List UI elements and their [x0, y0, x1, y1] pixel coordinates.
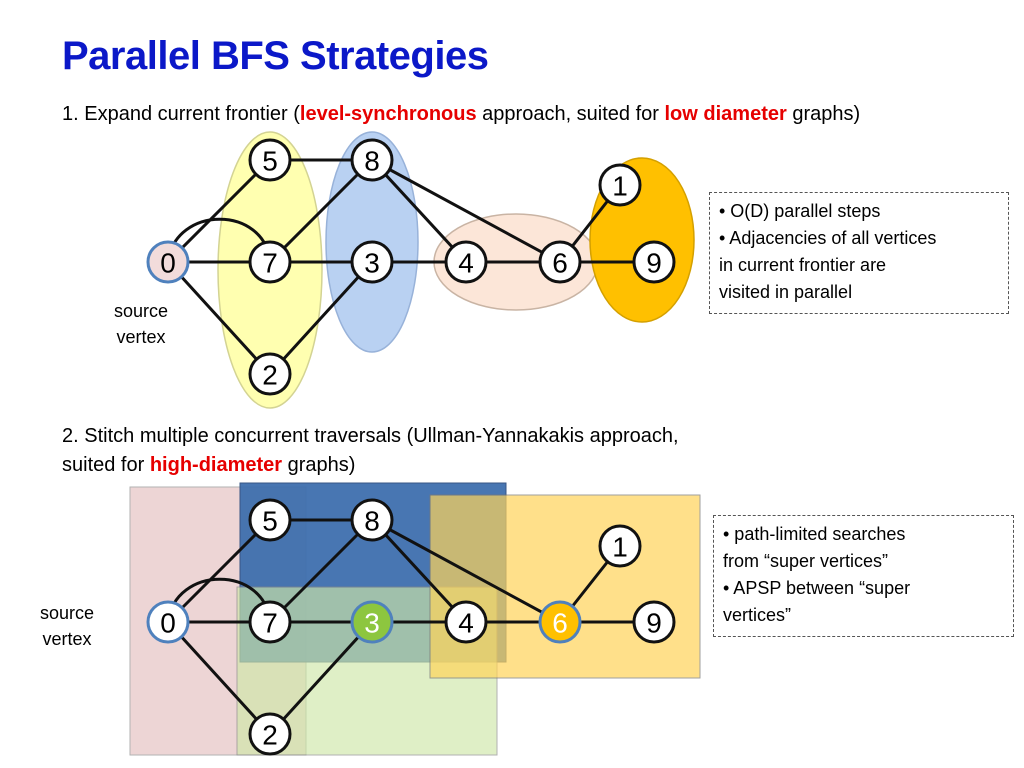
- node-7: 7: [248, 240, 292, 284]
- section2-heading-line2: suited for high-diameter graphs): [62, 452, 355, 478]
- note2-line-2: from “super vertices”: [723, 551, 889, 571]
- node2-9: 9: [632, 600, 676, 644]
- node2-4: 4: [444, 600, 488, 644]
- edge2-8-4: [370, 518, 468, 624]
- note1-line-2: • Adjacencies of all vertices: [719, 228, 937, 248]
- note2-line-3: • APSP between “super: [723, 578, 911, 598]
- edge2-0-5: [166, 518, 272, 624]
- node2-6: 6: [538, 600, 582, 644]
- graph2-nodes: 0 7 3 4 6 9 5 8 1 2: [146, 498, 676, 756]
- svg-text:1: 1: [612, 171, 628, 202]
- section1-prefix: 1. Expand current frontier (: [62, 103, 300, 125]
- edge-0-5: [166, 158, 272, 264]
- note2-line-1: • path-limited searches: [723, 524, 906, 544]
- node2-0: 0: [146, 600, 190, 644]
- edge-0-2: [166, 260, 272, 376]
- section2-heading-line1: 2. Stitch multiple concurrent traversals…: [62, 425, 679, 447]
- note-box-ullman-yannakakis: • path-limited searches from “super vert…: [713, 515, 1014, 637]
- source-label-line1: source: [39, 603, 95, 623]
- node-8: 8: [350, 138, 394, 182]
- svg-text:9: 9: [646, 608, 662, 639]
- source-label-line2: vertex: [116, 327, 166, 347]
- page-title: Parallel BFS Strategies: [62, 34, 489, 78]
- node-2: 2: [248, 352, 292, 396]
- node-6: 6: [538, 240, 582, 284]
- svg-text:7: 7: [262, 608, 278, 639]
- node-3: 3: [350, 240, 394, 284]
- section1-heading: 1. Expand current frontier (level-synchr…: [62, 101, 860, 127]
- section2-highlight-high-diameter: high-diameter: [149, 454, 283, 476]
- graph-ullman-yannakakis: 0 7 3 4 6 9 5 8 1 2: [129, 482, 701, 756]
- source-vertex-label-1: source vertex: [104, 298, 178, 350]
- edge2-8-6: [371, 518, 561, 624]
- edge-7-8: [268, 158, 374, 264]
- edge-2-3: [268, 260, 374, 376]
- section1-suffix: graphs): [786, 103, 861, 125]
- node2-5: 5: [248, 498, 292, 542]
- node2-1: 1: [598, 524, 642, 568]
- note2-line-4: vertices”: [723, 605, 792, 625]
- svg-text:7: 7: [262, 248, 278, 279]
- note-box-level-synchronous: • O(D) parallel steps • Adjacencies of a…: [709, 192, 1009, 314]
- edge2-7-8: [268, 518, 374, 624]
- node-9: 9: [632, 240, 676, 284]
- svg-text:4: 4: [458, 608, 474, 639]
- svg-text:4: 4: [458, 248, 474, 279]
- graph-level-synchronous: 0 7 3 4 6 9 5 8 1 2: [146, 131, 695, 409]
- node-0: 0: [146, 240, 190, 284]
- node2-7: 7: [248, 600, 292, 644]
- node2-2: 2: [248, 712, 292, 756]
- section2-prefix: suited for: [62, 454, 150, 476]
- node-5: 5: [248, 138, 292, 182]
- svg-text:0: 0: [160, 248, 176, 279]
- node2-3: 3: [350, 600, 394, 644]
- svg-text:3: 3: [364, 608, 380, 639]
- edge2-2-3: [268, 620, 374, 736]
- svg-text:9: 9: [646, 248, 662, 279]
- node-4: 4: [444, 240, 488, 284]
- node-1: 1: [598, 163, 642, 207]
- svg-text:3: 3: [364, 248, 380, 279]
- note1-line-1: • O(D) parallel steps: [719, 201, 881, 221]
- edge2-0-2: [166, 620, 272, 736]
- svg-text:5: 5: [262, 506, 278, 537]
- svg-text:0: 0: [160, 608, 176, 639]
- svg-text:8: 8: [364, 146, 380, 177]
- source-label-line1: source: [113, 301, 169, 321]
- section2-suffix: graphs): [282, 454, 356, 476]
- section1-middle: approach, suited for: [476, 103, 665, 125]
- super-vertex-region-yellow: [429, 494, 701, 679]
- section1-highlight-level-synchronous: level-synchronous: [299, 103, 477, 125]
- svg-text:8: 8: [364, 506, 380, 537]
- source-vertex-label-2: source vertex: [30, 600, 104, 652]
- svg-text:6: 6: [552, 608, 568, 639]
- svg-text:6: 6: [552, 248, 568, 279]
- note1-line-4: visited in parallel: [719, 282, 853, 302]
- edge-8-4: [370, 158, 468, 264]
- svg-text:2: 2: [262, 360, 278, 391]
- svg-text:2: 2: [262, 720, 278, 751]
- note1-line-3: in current frontier are: [719, 255, 887, 275]
- section1-highlight-low-diameter: low diameter: [664, 103, 787, 125]
- node2-8: 8: [350, 498, 394, 542]
- svg-text:5: 5: [262, 146, 278, 177]
- edge-8-6: [371, 158, 561, 264]
- graph1-nodes: 0 7 3 4 6 9 5 8 1 2: [146, 138, 676, 396]
- svg-text:1: 1: [612, 532, 628, 563]
- source-label-line2: vertex: [42, 629, 92, 649]
